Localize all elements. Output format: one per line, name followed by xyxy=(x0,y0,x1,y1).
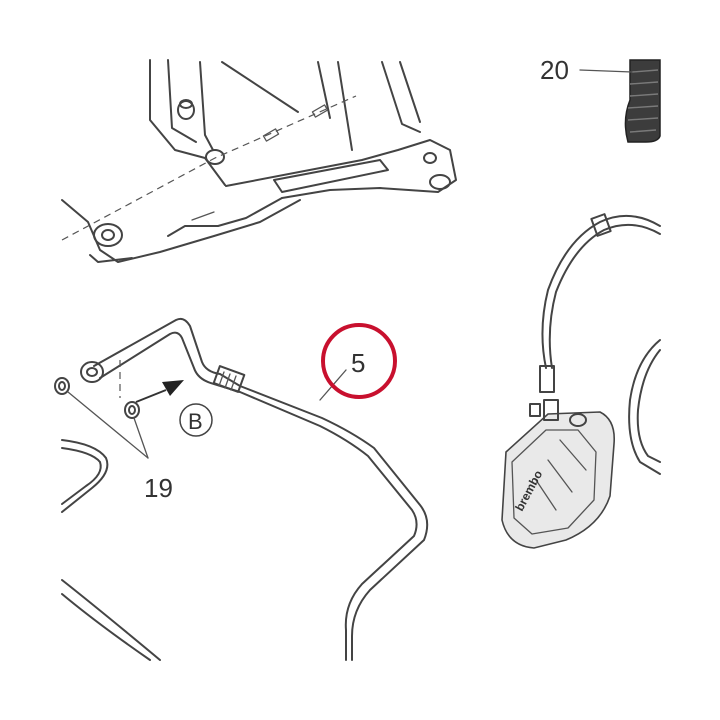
leader-line-20 xyxy=(579,69,633,73)
motorcycle-frame xyxy=(61,59,457,263)
view-b-arrow xyxy=(135,380,184,403)
part-19-washers xyxy=(54,377,140,419)
callout-label-20: 20 xyxy=(540,55,569,85)
leader-line-19b xyxy=(133,417,149,459)
callout-label-19: 19 xyxy=(144,473,173,503)
part-5-brake-line xyxy=(80,317,429,661)
part-20-hose xyxy=(624,59,661,143)
view-b-label: B xyxy=(188,409,203,434)
cable-loop xyxy=(61,439,161,661)
caliper-hose xyxy=(539,213,661,393)
view-b-circle xyxy=(179,403,213,437)
callout-label-5: 5 xyxy=(351,348,365,378)
leader-line-19a xyxy=(67,391,149,459)
brake-caliper: brembo xyxy=(501,399,616,549)
brake-disc-edge xyxy=(628,339,661,475)
highlight-circle xyxy=(321,323,397,399)
